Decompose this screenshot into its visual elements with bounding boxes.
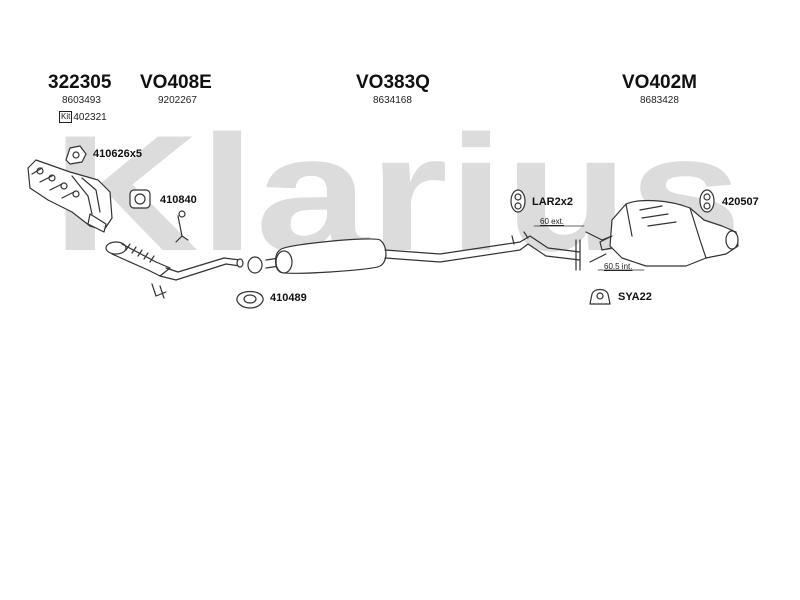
front-pipe-drawing xyxy=(151,210,244,299)
clamp-icon xyxy=(589,288,611,305)
centre-silencer-drawing xyxy=(265,231,581,274)
header-ref-8603493: 8603493 xyxy=(62,95,101,106)
kit-code: 402321 xyxy=(73,111,107,123)
manifold-gasket-icon xyxy=(65,145,87,165)
square-gasket-hole xyxy=(134,193,146,205)
part-label-410489: 410489 xyxy=(270,292,307,304)
rubber-mount-icon xyxy=(510,189,526,213)
part-label-sya22: SYA22 xyxy=(618,291,652,303)
part-label-410626x5: 410626x5 xyxy=(93,148,142,160)
kit-label: Kit 402321 xyxy=(59,111,107,123)
header-code-vo402m: VO402M xyxy=(622,72,697,93)
exhaust-manifold-drawing xyxy=(27,159,113,233)
rear-silencer-drawing xyxy=(599,199,739,267)
header-code-vo408e: VO408E xyxy=(140,72,212,93)
dimension-label-ext: 60 ext. xyxy=(540,217,565,226)
kit-badge: Kit xyxy=(59,111,73,123)
header-code-322305: 322305 xyxy=(48,72,112,93)
part-label-420507: 420507 xyxy=(722,196,759,208)
ring-gasket-hole xyxy=(243,294,257,304)
ring-gasket-icon xyxy=(236,290,264,309)
part-label-lar2x2: LAR2x2 xyxy=(532,196,573,208)
dimension-label-int: 60.5 int. xyxy=(604,262,633,271)
square-gasket-icon xyxy=(129,189,151,209)
rear-mount-icon xyxy=(699,189,715,213)
header-ref-8634168: 8634168 xyxy=(373,95,412,106)
flex-downpipe-drawing xyxy=(105,241,171,277)
rear-connector-drawing xyxy=(585,231,613,263)
header-ref-8683428: 8683428 xyxy=(640,95,679,106)
header-code-vo383q: VO383Q xyxy=(356,72,430,93)
part-label-410840: 410840 xyxy=(160,194,197,206)
manifold-gasket-hole xyxy=(72,151,80,159)
sealing-ring-drawing xyxy=(247,256,263,274)
header-ref-9202267: 9202267 xyxy=(158,95,197,106)
